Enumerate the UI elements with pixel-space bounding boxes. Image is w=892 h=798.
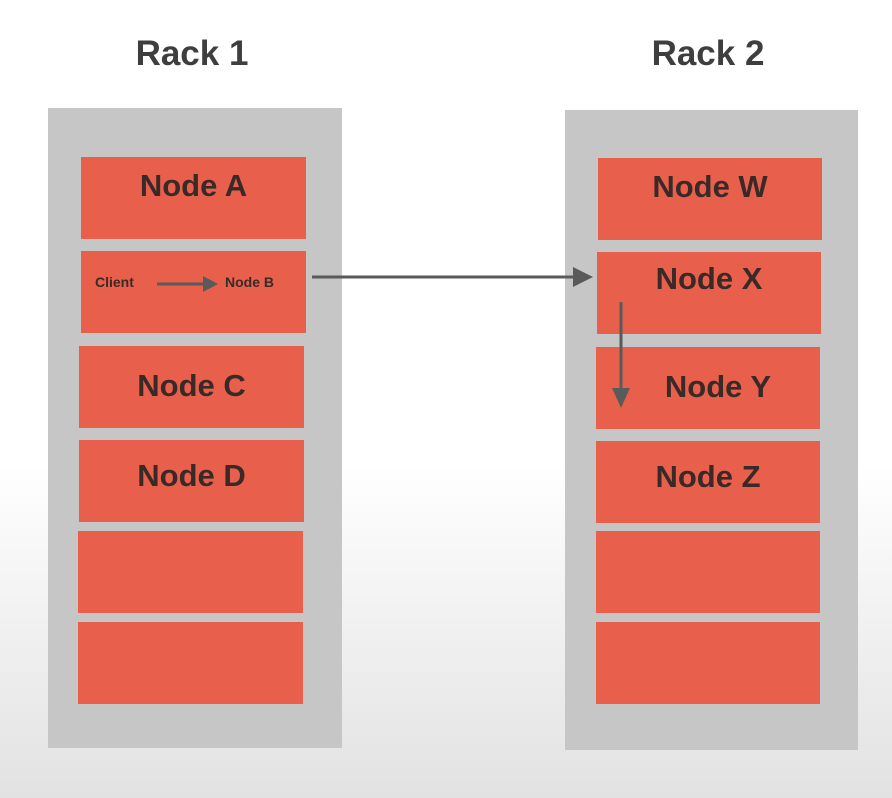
rack-2-title: Rack 2 xyxy=(651,34,765,73)
rack-1-empty-slot xyxy=(78,531,303,613)
node-a: Node A xyxy=(81,157,306,239)
node-c-label: Node C xyxy=(137,368,246,403)
node-w-label: Node W xyxy=(652,169,768,204)
node-d-label: Node D xyxy=(137,458,246,493)
rack-2-empty-slot xyxy=(596,622,820,704)
node-b-label: Node B xyxy=(225,274,274,290)
node-y: Node Y xyxy=(596,347,820,429)
node-b: Client Node B xyxy=(81,251,306,333)
rack-1-empty-slot xyxy=(78,622,303,704)
node-x-to-node-y-arrow xyxy=(612,302,630,408)
node-b-to-node-x-arrow xyxy=(312,267,593,287)
client-label: Client xyxy=(95,274,134,290)
node-c: Node C xyxy=(79,346,304,428)
node-x: Node X xyxy=(597,252,821,334)
node-a-label: Node A xyxy=(139,168,248,203)
node-z-label: Node Z xyxy=(655,459,761,494)
client-to-node-b-arrow xyxy=(157,276,218,292)
node-w: Node W xyxy=(598,158,822,240)
rack-2-empty-slot xyxy=(596,531,820,613)
node-z: Node Z xyxy=(596,441,820,523)
node-x-label: Node X xyxy=(655,261,763,296)
rack-1-title: Rack 1 xyxy=(135,34,249,73)
node-y-label: Node Y xyxy=(664,369,772,404)
node-d: Node D xyxy=(79,440,304,522)
